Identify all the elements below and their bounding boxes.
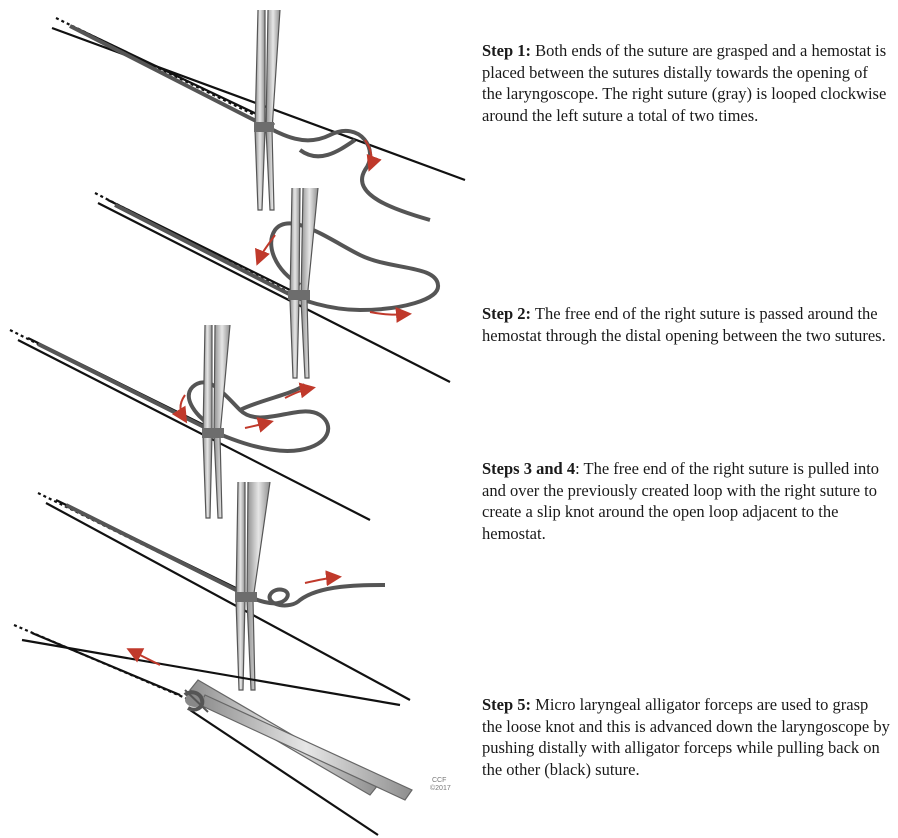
step2-text: The free end of the right suture is pass…	[482, 304, 886, 345]
step1-panel	[52, 10, 465, 220]
step5-panel: CCF ©2017	[14, 625, 451, 835]
hemostat	[288, 188, 318, 378]
suture-technique-illustration: CCF ©2017	[0, 0, 470, 838]
step1-caption: Step 1: Both ends of the suture are gras…	[482, 40, 890, 126]
step5-heading: Step 5:	[482, 695, 531, 714]
step1-heading: Step 1:	[482, 41, 531, 60]
credit-line2: ©2017	[430, 784, 451, 792]
step5-caption: Step 5: Micro laryngeal alligator forcep…	[482, 694, 890, 780]
step5-text: Micro laryngeal alligator forceps are us…	[482, 695, 890, 779]
gray-suture	[66, 505, 385, 605]
hemostat	[235, 482, 270, 690]
step2-heading: Step 2:	[482, 304, 531, 323]
steps-3-4-heading: Steps 3 and 4	[482, 459, 575, 478]
hemostat	[202, 325, 230, 518]
step2-panel	[95, 188, 450, 382]
credit-line1: CCF	[432, 777, 446, 784]
gray-suture	[70, 26, 430, 220]
step3-panel	[10, 325, 370, 520]
step4-panel	[38, 482, 410, 700]
step1-text: Both ends of the suture are grasped and …	[482, 41, 886, 125]
steps-3-4-caption: Steps 3 and 4: The free end of the right…	[482, 458, 890, 544]
step2-caption: Step 2: The free end of the right suture…	[482, 303, 890, 346]
